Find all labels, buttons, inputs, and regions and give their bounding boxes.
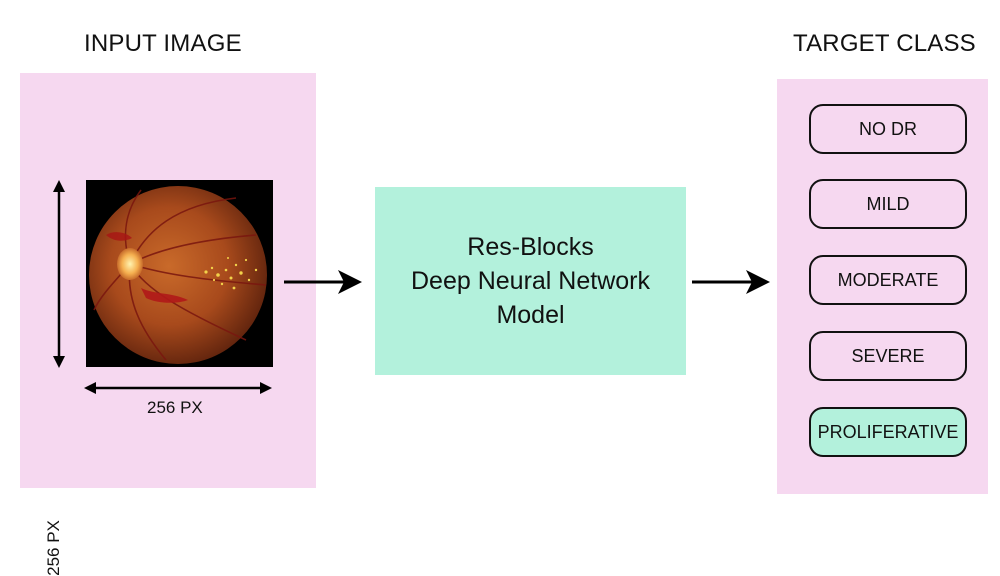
model-line-1: Res-Blocks bbox=[467, 233, 594, 261]
class-no-dr: NO DR bbox=[809, 104, 967, 154]
fundus-photo bbox=[86, 180, 273, 367]
class-severe: SEVERE bbox=[809, 331, 967, 381]
arrow-model-to-target-head bbox=[746, 270, 770, 294]
retina-fundus-image bbox=[86, 180, 273, 367]
target-class-heading: TARGET CLASS bbox=[793, 30, 976, 57]
input-image-heading: INPUT IMAGE bbox=[84, 30, 242, 57]
image-height-label: 256 PX bbox=[44, 520, 63, 576]
class-mild: MILD bbox=[809, 179, 967, 229]
arrow-input-to-model-head bbox=[338, 270, 362, 294]
image-width-label: 256 PX bbox=[147, 398, 203, 417]
model-line-2: Deep Neural Network bbox=[411, 267, 650, 295]
class-proliferative: PROLIFERATIVE bbox=[809, 407, 967, 457]
model-line-3: Model bbox=[496, 301, 565, 329]
class-moderate: MODERATE bbox=[809, 255, 967, 305]
model-box: Res-Blocks Deep Neural Network Model bbox=[375, 187, 686, 375]
